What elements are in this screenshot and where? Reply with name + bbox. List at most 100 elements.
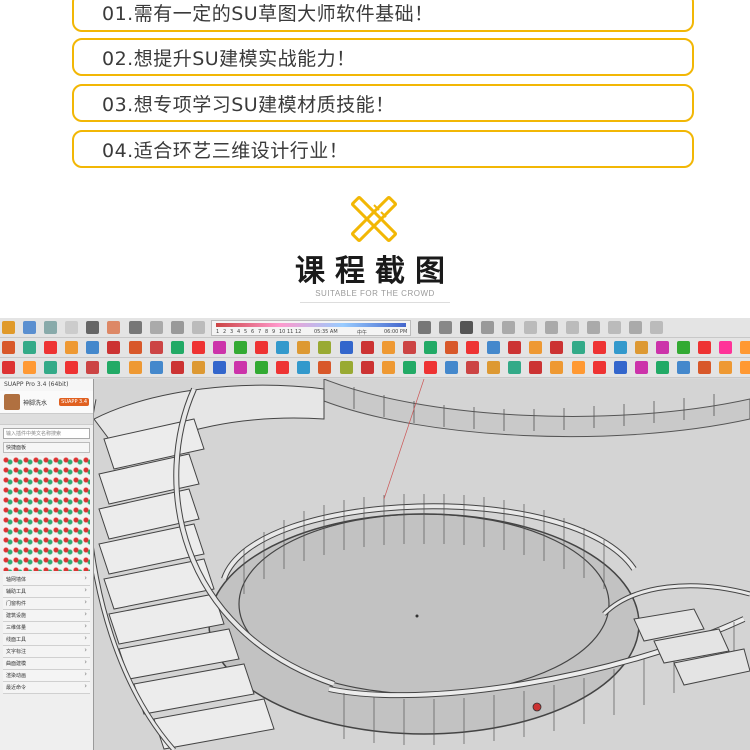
panel-tabs[interactable] [0, 413, 93, 425]
plugin-icon-grid[interactable] [3, 456, 90, 571]
plugin-icon[interactable] [466, 361, 480, 374]
print-icon[interactable] [65, 321, 79, 334]
plugin-icon[interactable] [2, 341, 15, 354]
view-front-icon[interactable] [544, 321, 558, 334]
plugin-icon[interactable] [613, 341, 627, 354]
plugin-icon[interactable] [719, 341, 733, 354]
plugin-icon[interactable] [318, 341, 332, 354]
plugin-icon[interactable] [234, 341, 248, 354]
plugin-icon[interactable] [487, 341, 501, 354]
plugin-icon[interactable] [191, 361, 205, 374]
plugin-icon[interactable] [170, 361, 184, 374]
plugin-icon[interactable] [655, 341, 669, 354]
shortcut-panel-select[interactable]: 快捷面板 [3, 442, 90, 453]
pan-icon[interactable] [23, 321, 37, 334]
plugin-icon[interactable] [65, 361, 79, 374]
plugin-search-input[interactable]: 输入插件中英文名称搜索 [3, 428, 90, 439]
plugin-icon[interactable] [508, 341, 522, 354]
plugin-icon[interactable] [44, 361, 58, 374]
plugin-icon[interactable] [529, 341, 543, 354]
plugin-icon[interactable] [571, 341, 585, 354]
plugin-icon[interactable] [128, 341, 142, 354]
plugin-icon[interactable] [655, 361, 669, 374]
wireframe-icon[interactable] [650, 321, 664, 334]
plugin-icon[interactable] [44, 341, 58, 354]
plugin-icon[interactable] [613, 361, 627, 374]
plugin-icon[interactable] [466, 341, 480, 354]
plugin-icon[interactable] [107, 341, 121, 354]
view-left-icon[interactable] [607, 321, 621, 334]
plugin-icon[interactable] [634, 361, 648, 374]
section-icon[interactable] [418, 321, 432, 334]
menu-item[interactable]: 三维体量 [3, 622, 90, 634]
plugin-icon[interactable] [339, 361, 353, 374]
menu-item[interactable]: 门窗构件 [3, 598, 90, 610]
plugin-icon[interactable] [402, 361, 416, 374]
orbit-icon[interactable] [2, 321, 15, 334]
view-back-icon[interactable] [586, 321, 600, 334]
component-icon[interactable] [86, 321, 100, 334]
menu-item[interactable]: 轴网墙体 [3, 574, 90, 586]
plugin-icon[interactable] [550, 341, 564, 354]
view-iso-icon[interactable] [502, 321, 516, 334]
plugin-icon[interactable] [107, 361, 121, 374]
plugin-icon[interactable] [65, 341, 79, 354]
plugin-icon[interactable] [128, 361, 142, 374]
plugin-icon[interactable] [297, 361, 311, 374]
plugin-icon[interactable] [23, 341, 37, 354]
plugin-icon[interactable] [381, 361, 395, 374]
plugin-icon[interactable] [149, 341, 163, 354]
house-icon[interactable] [481, 321, 495, 334]
plugin-icon[interactable] [360, 341, 374, 354]
material-icon[interactable] [107, 321, 121, 334]
plugin-icon[interactable] [234, 361, 248, 374]
plugin-icon[interactable] [698, 341, 712, 354]
plugin-icon[interactable] [149, 361, 163, 374]
version-badge[interactable]: SUAPP 3.4 [59, 398, 89, 406]
plugin-icon[interactable] [212, 361, 226, 374]
plugin-icon[interactable] [255, 361, 269, 374]
menu-item[interactable]: 辅助工具 [3, 586, 90, 598]
plugin-icon[interactable] [592, 361, 606, 374]
plugin-icon[interactable] [677, 341, 690, 354]
style-icon[interactable] [128, 321, 142, 334]
plugin-icon[interactable] [86, 361, 100, 374]
menu-item[interactable]: 曲面建模 [3, 658, 90, 670]
plugin-icon[interactable] [444, 341, 458, 354]
plugin-icon[interactable] [698, 361, 712, 374]
camera-icon[interactable] [44, 321, 58, 334]
plugin-icon[interactable] [297, 341, 311, 354]
view-top-icon[interactable] [523, 321, 537, 334]
plugin-icon[interactable] [2, 361, 15, 374]
axis-icon[interactable] [439, 321, 453, 334]
plugin-icon[interactable] [592, 341, 606, 354]
plugin-icon[interactable] [529, 361, 543, 374]
plugin-icon[interactable] [571, 361, 585, 374]
plugin-icon[interactable] [423, 341, 437, 354]
shadow-slider[interactable]: 1 2 3 4 5 6 7 8 9 10 11 12 05:35 AM 中午 0… [210, 320, 411, 336]
plugin-icon[interactable] [276, 341, 290, 354]
plugin-icon[interactable] [212, 341, 226, 354]
plugin-icon[interactable] [677, 361, 690, 374]
plugin-icon[interactable] [86, 341, 100, 354]
plugin-icon[interactable] [550, 361, 564, 374]
menu-item[interactable]: 最近命令 [3, 682, 90, 694]
speaker-icon[interactable] [149, 321, 163, 334]
plugin-icon[interactable] [170, 341, 184, 354]
plugin-icon[interactable] [276, 361, 290, 374]
plugin-icon[interactable] [402, 341, 416, 354]
plugin-icon[interactable] [487, 361, 501, 374]
menu-item[interactable]: 文字标注 [3, 646, 90, 658]
plugin-icon[interactable] [360, 361, 374, 374]
eraser-icon[interactable] [191, 321, 205, 334]
menu-item[interactable]: 渲染动画 [3, 670, 90, 682]
plugin-icon[interactable] [191, 341, 205, 354]
plugin-icon[interactable] [444, 361, 458, 374]
plugin-icon[interactable] [318, 361, 332, 374]
plugin-icon[interactable] [23, 361, 37, 374]
view-right-icon[interactable] [565, 321, 579, 334]
plugin-icon[interactable] [719, 361, 733, 374]
xray-icon[interactable] [628, 321, 642, 334]
plugin-icon[interactable] [508, 361, 522, 374]
plugin-icon[interactable] [740, 361, 750, 374]
